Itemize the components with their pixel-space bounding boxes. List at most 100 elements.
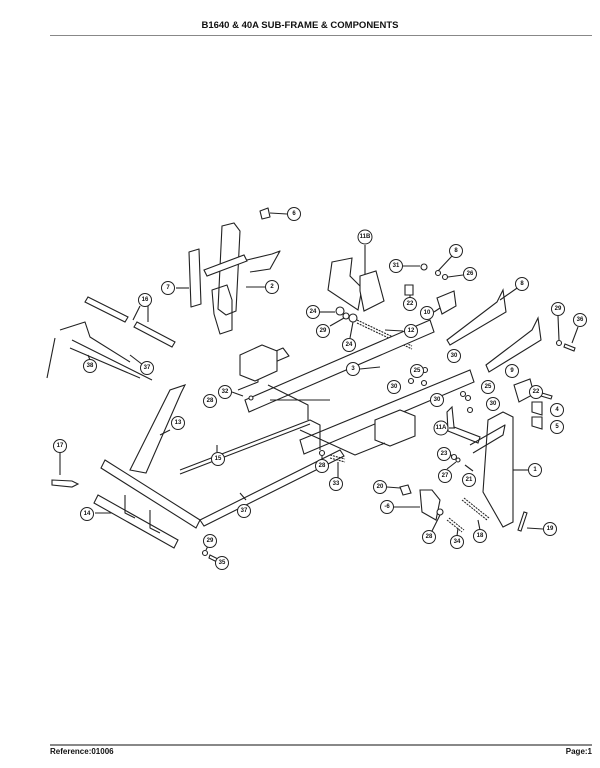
callout: 35 (215, 556, 229, 570)
callout: 38 (83, 359, 97, 373)
callout: 8 (515, 277, 529, 291)
svg-text:24: 24 (346, 342, 353, 348)
svg-text:23: 23 (441, 451, 448, 457)
svg-text:25: 25 (485, 384, 492, 390)
callout: 30 (486, 397, 500, 411)
callout: 5 (550, 420, 564, 434)
svg-text:27: 27 (442, 473, 449, 479)
callout: 22 (529, 385, 543, 399)
svg-text:11B: 11B (360, 234, 371, 240)
callout: 25 (481, 380, 495, 394)
callout: 13 (171, 416, 185, 430)
callout: 24 (342, 338, 356, 352)
callout: 14 (80, 507, 94, 521)
callout: 7 (161, 281, 175, 295)
callout: 30 (447, 349, 461, 363)
svg-text:37: 37 (241, 508, 248, 514)
callout: 32 (218, 385, 232, 399)
svg-text:28: 28 (426, 534, 433, 540)
svg-text:33: 33 (333, 481, 340, 487)
page-title: B1640 & 40A SUB-FRAME & COMPONENTS (201, 20, 399, 31)
svg-text:8: 8 (520, 281, 524, 287)
svg-text:17: 17 (57, 443, 64, 449)
svg-text:34: 34 (454, 539, 461, 545)
callout: 31 (389, 259, 403, 273)
svg-text:30: 30 (391, 384, 398, 390)
callout: 3 (346, 362, 360, 376)
svg-text:-6: -6 (384, 504, 390, 510)
svg-text:5: 5 (555, 424, 559, 430)
svg-text:35: 35 (219, 560, 226, 566)
svg-text:15: 15 (215, 456, 222, 462)
callout: 10 (420, 306, 434, 320)
callouts: 6 11B 8 31 26 7 2 8 22 10 16 24 29 36 29… (53, 207, 587, 570)
svg-text:29: 29 (207, 538, 214, 544)
callout: 30 (430, 393, 444, 407)
page-number: Page:1 (565, 747, 592, 756)
svg-text:18: 18 (477, 533, 484, 539)
callout: 29 (203, 534, 217, 548)
callout: 25 (410, 364, 424, 378)
callout: 2 (265, 280, 279, 294)
callout: 28 (315, 459, 329, 473)
callout: 30 (387, 380, 401, 394)
svg-text:7: 7 (166, 285, 170, 291)
svg-text:31: 31 (393, 263, 400, 269)
svg-text:25: 25 (414, 368, 421, 374)
callout: 26 (463, 267, 477, 281)
callout: 22 (403, 297, 417, 311)
callout: 6 (287, 207, 301, 221)
svg-text:30: 30 (490, 401, 497, 407)
svg-text:12: 12 (408, 328, 415, 334)
svg-text:20: 20 (377, 484, 384, 490)
svg-text:29: 29 (320, 328, 327, 334)
callout: 11B (357, 229, 373, 245)
callout: 16 (138, 293, 152, 307)
svg-text:11A: 11A (436, 425, 447, 431)
callout: 37 (140, 361, 154, 375)
svg-text:30: 30 (434, 397, 441, 403)
svg-text:36: 36 (577, 317, 584, 323)
svg-text:22: 22 (407, 301, 414, 307)
svg-text:8: 8 (454, 248, 458, 254)
svg-text:28: 28 (207, 398, 214, 404)
footer-divider (50, 744, 592, 746)
callout: 23 (437, 447, 451, 461)
svg-text:13: 13 (175, 420, 182, 426)
callout: 9 (505, 364, 519, 378)
callout: 19 (543, 522, 557, 536)
callout: 1 (528, 463, 542, 477)
svg-text:22: 22 (533, 389, 540, 395)
svg-text:9: 9 (510, 368, 514, 374)
svg-text:4: 4 (555, 407, 559, 413)
callout: 18 (473, 529, 487, 543)
svg-text:14: 14 (84, 511, 91, 517)
callout: 29 (551, 302, 565, 316)
svg-text:24: 24 (310, 309, 317, 315)
callout: 27 (438, 469, 452, 483)
svg-text:19: 19 (547, 526, 554, 532)
reference-number: Reference:01006 (50, 747, 114, 756)
callout: 12 (404, 324, 418, 338)
callout: 36 (573, 313, 587, 327)
svg-text:1: 1 (533, 467, 537, 473)
svg-text:6: 6 (292, 211, 296, 217)
svg-text:32: 32 (222, 389, 229, 395)
svg-text:28: 28 (319, 463, 326, 469)
part-drawings (46, 207, 579, 563)
callout: 4 (550, 403, 564, 417)
svg-text:26: 26 (467, 271, 474, 277)
callout: 20 (373, 480, 387, 494)
header-divider (50, 35, 592, 36)
svg-text:16: 16 (142, 297, 149, 303)
svg-text:30: 30 (451, 353, 458, 359)
svg-text:2: 2 (270, 284, 274, 290)
svg-text:38: 38 (87, 363, 94, 369)
callout: 8 (449, 244, 463, 258)
callout: 21 (462, 473, 476, 487)
svg-text:3: 3 (351, 366, 355, 372)
callout: 17 (53, 439, 67, 453)
callout: 33 (329, 477, 343, 491)
svg-text:29: 29 (555, 306, 562, 312)
